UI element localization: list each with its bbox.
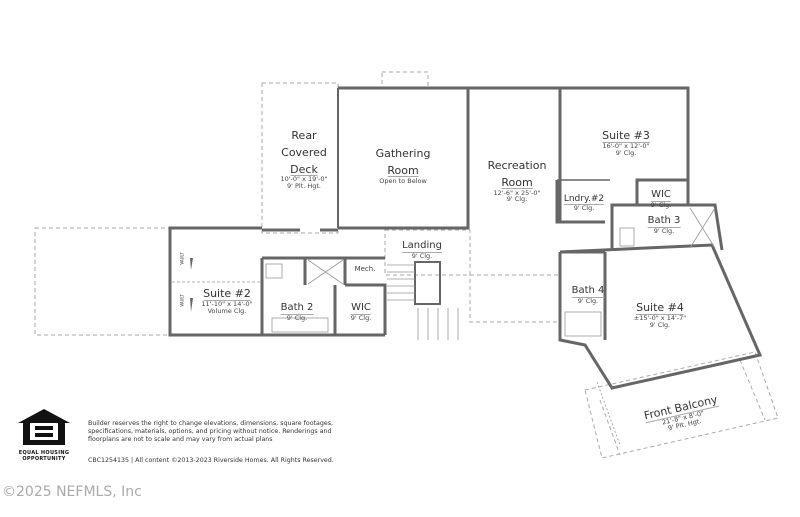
suite2-vault-area <box>34 227 171 336</box>
watermark: ©2025 NEFMLS, Inc <box>2 484 142 500</box>
room-name: Rear <box>291 129 317 142</box>
room-label-suite2: Suite #2 11'-10" x 14'-0" Volume Clg. <box>201 284 252 314</box>
room-label-wic2: WIC 9' Clg. <box>351 297 372 321</box>
disclaimer: Builder reserves the right to change ele… <box>88 420 334 444</box>
room-ceiling: 9' Clg. <box>506 195 528 204</box>
room-dims: 12'-6" x 25'-0" <box>493 188 541 197</box>
vault-label: VAULT <box>179 252 185 265</box>
house-icon <box>18 409 70 445</box>
logo-text: EQUAL HOUSING <box>18 450 70 456</box>
vault-label: VAULT <box>179 294 185 307</box>
room-ceiling: 9' Plt. Hgt. <box>286 182 322 191</box>
room-ceiling: Volume Clg. <box>207 306 247 315</box>
wall <box>560 86 690 205</box>
suite4-wall <box>558 243 763 390</box>
room-name: Suite #3 <box>602 129 650 143</box>
room-label-mech: Mech. <box>354 265 376 273</box>
room-name: Suite #2 <box>203 287 251 301</box>
room-name: Recreation <box>487 159 547 172</box>
room-name: Room <box>387 163 419 178</box>
room-name: Bath 3 <box>647 215 681 228</box>
room-name: Suite #4 <box>636 301 684 315</box>
room-name: Gathering <box>375 147 431 160</box>
room-ceiling: 9' Clg. <box>577 296 599 305</box>
room-name: Room <box>501 175 533 190</box>
room-name: WIC <box>351 302 371 315</box>
room-dims: 11'-10" x 14'-0" <box>201 299 253 308</box>
room-label-bath2: Bath 2 9' Clg. <box>280 297 314 322</box>
room-name: WIC <box>651 189 671 202</box>
room-ceiling: 9' Clg. <box>649 320 671 329</box>
room-name: Lndry.#2 <box>563 194 605 206</box>
room-label-suite3: Suite #3 16'-0" x 12'-0" 9' Clg. <box>602 126 650 156</box>
suite2-wall <box>168 226 385 337</box>
room-ceiling: 9' Clg. <box>615 148 637 157</box>
room-ceiling: 9' Clg. <box>350 313 372 322</box>
room-name: Deck <box>290 162 318 177</box>
vault-arrows <box>190 258 193 312</box>
room-label-bath3: Bath 3 9' Clg. <box>647 210 681 235</box>
room-ceiling: 9' Clg. <box>653 226 675 235</box>
hallway <box>469 274 561 323</box>
room-label-suite4: Suite #4 ±15'-0" x 14'-7" 9' Clg. <box>634 298 686 328</box>
room-name: Landing <box>402 240 442 253</box>
room-ceiling: 9' Clg. <box>573 204 595 213</box>
room-dims: 16'-0" x 12'-0" <box>602 141 650 150</box>
room-name: Mech. <box>354 265 376 273</box>
room-name: Bath 4 <box>571 285 605 298</box>
room-ceiling: 9' Clg. <box>286 313 308 322</box>
room-name: Bath 2 <box>280 302 314 315</box>
room-name: Covered <box>281 145 327 159</box>
room-label-bath4: Bath 4 9' Clg. <box>571 280 605 305</box>
room-dims: 10'-0" x 19'-0" <box>280 175 328 184</box>
room-label-recreation: Recreation Room 12'-6" x 25'-0" 9' Clg. <box>488 156 547 203</box>
bay-bump <box>381 71 429 89</box>
room-label-laundry2: Lndry.#2 9' Clg. <box>563 188 605 213</box>
wall <box>338 86 470 230</box>
room-note: Open to Below <box>379 176 427 185</box>
room-label-rear-deck: Rear Covered Deck 10'-0" x 19'-0" 9' Plt… <box>280 126 327 190</box>
room-label-wic3: WIC 9' Clg. <box>651 184 672 208</box>
room-ceiling: 9' Clg. <box>650 200 672 209</box>
room-ceiling: 9' Clg. <box>411 251 433 260</box>
logo-text: OPPORTUNITY <box>22 455 66 462</box>
room-dims: ±15'-0" x 14'-7" <box>633 313 687 322</box>
equal-housing-logo: EQUAL HOUSING OPPORTUNITY <box>16 407 72 462</box>
room-label-gathering: Gathering Room Open to Below <box>376 144 431 184</box>
room-label-landing: Landing 9' Clg. <box>402 235 442 259</box>
copyright: CBC1254135 | All content ©2013-2023 Rive… <box>88 457 334 464</box>
landing-outline <box>384 229 471 276</box>
